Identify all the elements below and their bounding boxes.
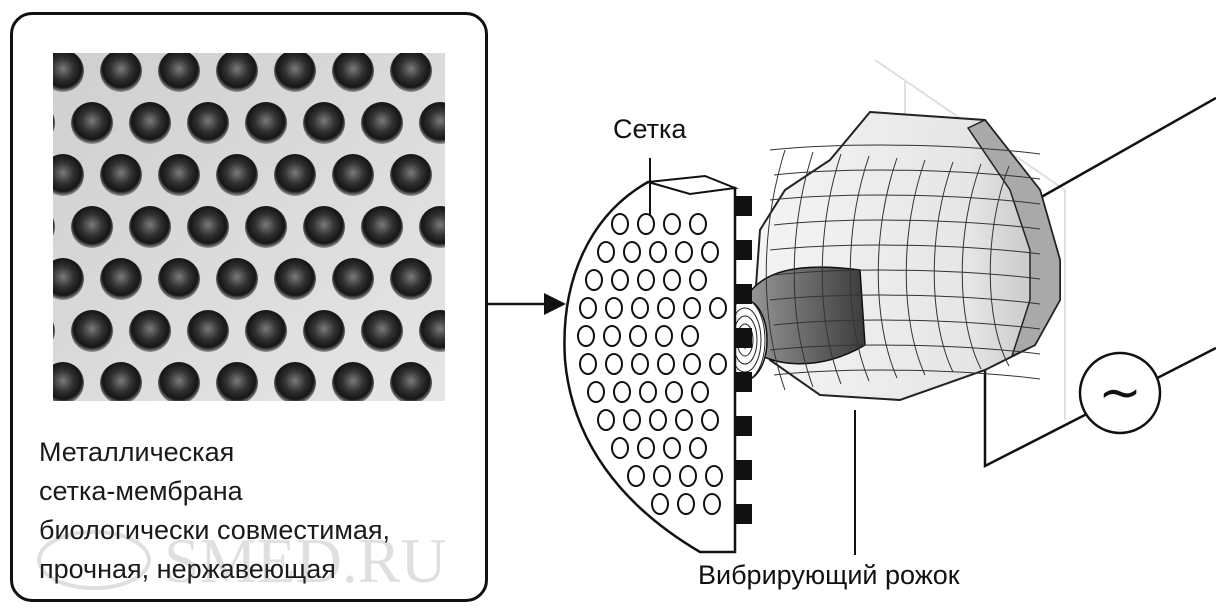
plate-hole — [652, 494, 668, 514]
plate-hole — [664, 438, 680, 458]
plate-hole — [690, 438, 706, 458]
plate-edge-tooth — [735, 416, 752, 436]
plate-hole — [580, 298, 596, 318]
plate-hole — [654, 466, 670, 486]
plate-hole — [678, 494, 694, 514]
plate-hole — [664, 214, 680, 234]
plate-hole — [606, 354, 622, 374]
plate-hole — [656, 326, 672, 346]
plate-hole — [624, 242, 640, 262]
plate-edge-tooth — [735, 372, 752, 392]
plate-hole — [628, 466, 644, 486]
plate-hole — [586, 270, 602, 290]
ac-symbol: ~ — [1098, 363, 1142, 423]
plate-hole — [710, 354, 726, 374]
plate-hole — [650, 242, 666, 262]
plate-hole — [676, 242, 692, 262]
plate-hole — [704, 494, 720, 514]
plate-hole — [614, 382, 630, 402]
plate-hole — [604, 326, 620, 346]
mesh-label: Сетка — [613, 114, 686, 145]
plate-hole — [692, 382, 708, 402]
plate-hole — [638, 438, 654, 458]
plate-hole — [680, 466, 696, 486]
plate-hole — [630, 326, 646, 346]
plate-hole — [658, 354, 674, 374]
plate-hole — [612, 270, 628, 290]
plate-edge-tooth — [735, 284, 752, 304]
plate-hole — [638, 214, 654, 234]
plate-hole — [684, 298, 700, 318]
plate-hole — [632, 298, 648, 318]
plate-hole — [690, 270, 706, 290]
plate-hole — [702, 242, 718, 262]
plate-hole — [624, 410, 640, 430]
plate-hole — [612, 214, 628, 234]
ac-source-icon: ~ — [1080, 353, 1160, 433]
plate-hole — [588, 382, 604, 402]
plate-hole — [632, 354, 648, 374]
plate-hole — [658, 298, 674, 318]
plate-hole — [706, 466, 722, 486]
plate-edge-tooth — [735, 240, 752, 260]
plate-hole — [676, 410, 692, 430]
plate-edge-tooth — [735, 328, 752, 348]
plate-hole — [682, 326, 698, 346]
plate-hole — [598, 410, 614, 430]
plate-edge-tooth — [735, 504, 752, 524]
plate-hole — [684, 354, 700, 374]
plate-hole — [612, 438, 628, 458]
plate-hole — [702, 410, 718, 430]
horn-label: Вибрирующий рожок — [698, 560, 960, 591]
plate-hole — [638, 270, 654, 290]
plate-hole — [606, 298, 622, 318]
mesh-plate — [564, 176, 752, 552]
plate-edge-tooth — [735, 460, 752, 480]
plate-hole — [598, 242, 614, 262]
plate-edge-tooth — [735, 196, 752, 216]
plate-hole — [710, 298, 726, 318]
arrow-right-icon — [488, 293, 566, 315]
plate-hole — [664, 270, 680, 290]
vibrating-horn — [723, 112, 1060, 400]
plate-hole — [666, 382, 682, 402]
plate-hole — [578, 326, 594, 346]
plate-hole — [690, 214, 706, 234]
plate-hole — [650, 410, 666, 430]
plate-hole — [580, 354, 596, 374]
plate-hole — [640, 382, 656, 402]
